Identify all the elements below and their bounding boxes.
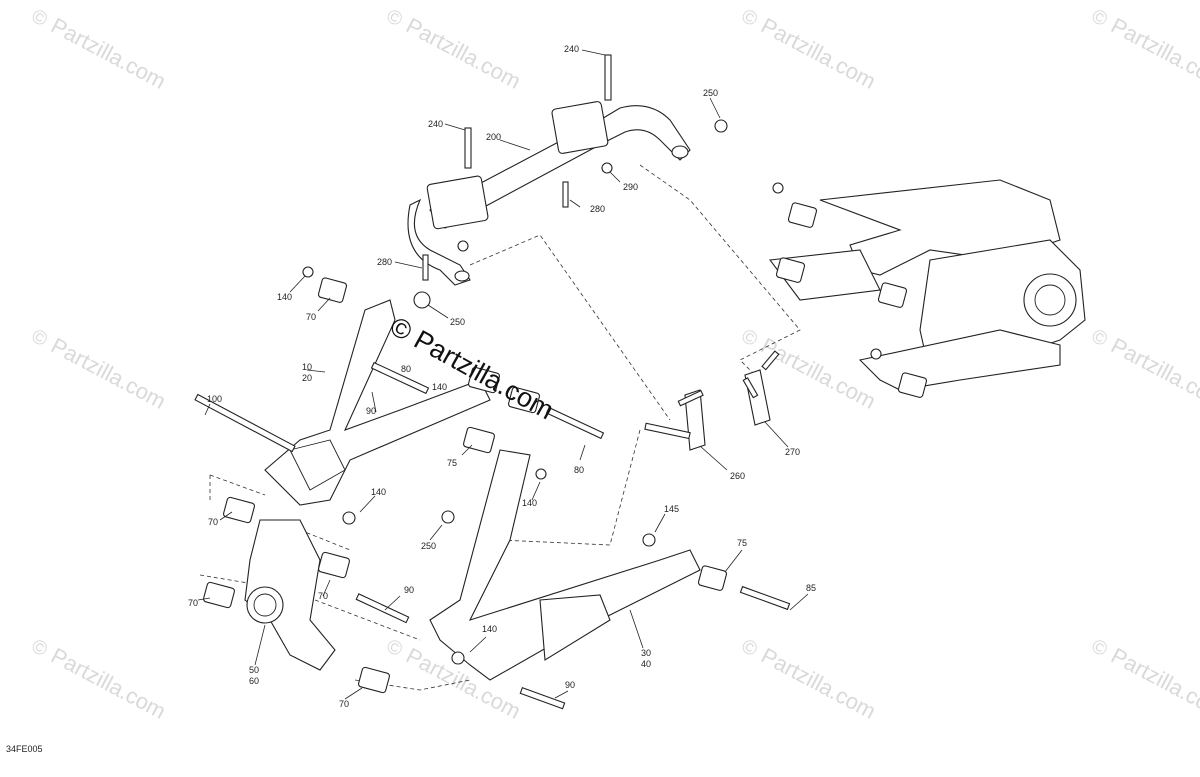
callout-140-mid: 140	[522, 498, 537, 508]
callout-leader-lines	[197, 49, 809, 700]
watermark-copyright: ©	[28, 5, 52, 31]
watermark-text: Partzilla.com	[757, 13, 880, 94]
callout-10: 10	[302, 362, 312, 372]
watermark-text: Partzilla.com	[1107, 333, 1200, 414]
watermark-text: Partzilla.com	[47, 13, 170, 94]
callout-70-top: 70	[306, 312, 316, 322]
callout-labels: 240 240 200 250 290 280 280 250 140 70 8…	[188, 44, 816, 709]
callout-40: 40	[641, 659, 651, 669]
callout-50: 50	[249, 665, 259, 675]
callout-290: 290	[623, 182, 638, 192]
watermark-copyright: ©	[28, 325, 52, 351]
callout-250-top: 250	[703, 88, 718, 98]
watermark-text: Partzilla.com	[47, 333, 170, 414]
callout-20: 20	[302, 373, 312, 383]
diagram-code: 34FE005	[6, 744, 43, 754]
callout-85: 85	[806, 583, 816, 593]
assembled-suspension-view	[768, 179, 1086, 398]
watermark-text: Partzilla.com	[402, 13, 525, 94]
callout-250-mid: 250	[450, 317, 465, 327]
lower-a-arm	[429, 449, 791, 710]
stabilizer-links	[644, 350, 780, 451]
callout-270: 270	[785, 447, 800, 457]
callout-70-left: 70	[208, 517, 218, 527]
callout-90-upper: 90	[366, 406, 376, 416]
callout-145: 145	[664, 504, 679, 514]
callout-280-left: 280	[377, 257, 392, 267]
watermark-copyright: ©	[1088, 635, 1112, 661]
callout-70-knuckle: 70	[318, 591, 328, 601]
watermark-text: Partzilla.com	[757, 333, 880, 414]
callout-70-lower-left: 70	[188, 598, 198, 608]
upper-a-arm	[194, 266, 605, 525]
watermark-copyright: ©	[738, 325, 762, 351]
watermark-copyright: ©	[383, 5, 407, 31]
watermark-text: Partzilla.com	[757, 643, 880, 724]
callout-75-mid: 75	[447, 458, 457, 468]
watermark-copyright: ©	[738, 5, 762, 31]
stabilizer-bar-assembly	[407, 54, 728, 309]
callout-90-lower: 90	[565, 680, 575, 690]
watermark-text: Partzilla.com	[1107, 13, 1200, 94]
callout-250-lower: 250	[421, 541, 436, 551]
watermark-copyright: ©	[28, 635, 52, 661]
knuckle	[203, 496, 410, 694]
watermark-text: Partzilla.com	[1107, 643, 1200, 724]
callout-80-right: 80	[574, 465, 584, 475]
callout-240-left: 240	[428, 119, 443, 129]
callout-100: 100	[207, 394, 222, 404]
callout-140-left: 140	[371, 487, 386, 497]
watermark-copyright: ©	[1088, 5, 1112, 31]
callout-260: 260	[730, 471, 745, 481]
callout-30: 30	[641, 648, 651, 658]
watermark-copyright: ©	[383, 635, 407, 661]
callout-280-right: 280	[590, 204, 605, 214]
watermark-copyright: ©	[738, 635, 762, 661]
callout-60: 60	[249, 676, 259, 686]
callout-75-right: 75	[737, 538, 747, 548]
callout-70-bottom: 70	[339, 699, 349, 709]
callout-140-top: 140	[277, 292, 292, 302]
callout-240-top: 240	[564, 44, 579, 54]
callout-140-arm: 140	[432, 382, 447, 392]
watermark-text: Partzilla.com	[47, 643, 170, 724]
callout-90-mid: 90	[404, 585, 414, 595]
watermark-copyright: ©	[1088, 325, 1112, 351]
callout-200: 200	[486, 132, 501, 142]
callout-140-lower: 140	[482, 624, 497, 634]
callout-80-upper: 80	[401, 364, 411, 374]
